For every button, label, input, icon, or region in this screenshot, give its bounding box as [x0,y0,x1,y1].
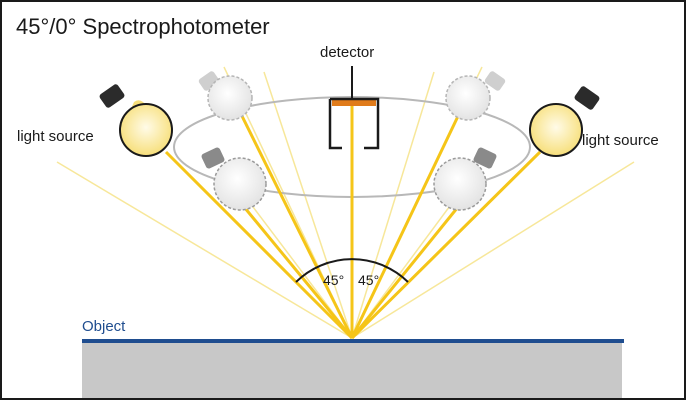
ray-bright-4 [350,111,462,339]
lightbulb-icon [99,84,173,157]
lightbulb-icon [433,147,497,211]
ray-bright-5 [238,201,354,339]
light-source-left-label: light source [17,128,94,145]
page-title: 45°/0° Spectrophotometer [16,14,270,39]
lightbulb-icon [201,147,267,211]
object-label: Object [82,318,126,335]
ray-faint-6 [351,71,435,339]
ray-faint-2 [351,161,635,339]
ray-bright-3 [238,111,354,339]
lightbulb-icon [529,86,600,157]
ray-bright-right [350,150,542,340]
angle-left-label: 45° [323,272,345,288]
angle-arc [295,258,409,283]
bright-rays [164,106,542,340]
ray-faint-4 [263,71,353,339]
lightbulb-icon [198,71,253,121]
object-surface [82,342,622,398]
lightbulb-icon [445,71,506,121]
detector-icon [328,66,380,150]
detector-label: detector [320,44,375,61]
light-source-right-label: light source [582,132,659,149]
ray-bright-6 [350,201,464,339]
ray-bright-left [164,150,354,340]
ray-faint-1 [56,161,353,339]
angle-right-label: 45° [358,272,380,288]
